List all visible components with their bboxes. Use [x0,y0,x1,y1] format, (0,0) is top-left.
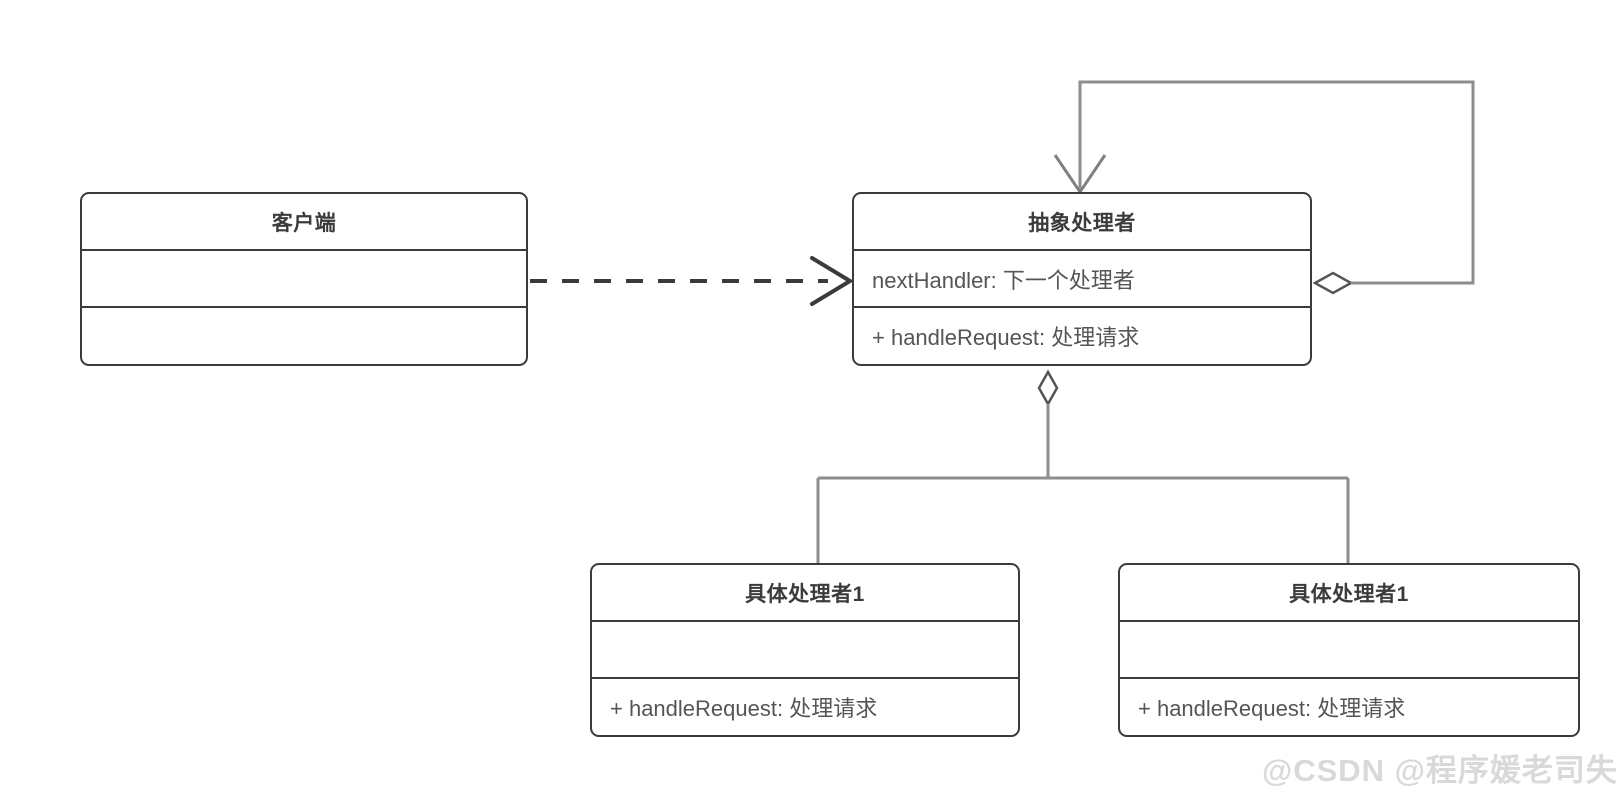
class-methods-client [82,308,526,364]
hollow-diamond-icon [1312,271,1354,295]
class-title-concrete-handler-1: 具体处理者1 [592,565,1018,623]
class-box-abstract-handler[interactable]: 抽象处理者 nextHandler: 下一个处理者 + handleReques… [852,192,1312,366]
class-attributes-client [82,251,526,308]
dependency-client-to-abstract-handler [530,256,854,306]
class-box-concrete-handler-1[interactable]: 具体处理者1 + handleRequest: 处理请求 [590,563,1020,737]
class-title-concrete-handler-2: 具体处理者1 [1120,565,1578,623]
class-methods-concrete-handler-2: + handleRequest: 处理请求 [1138,695,1406,721]
class-title-client: 客户端 [82,194,526,252]
class-methods-abstract-handler: + handleRequest: 处理请求 [872,324,1140,350]
class-attributes-concrete-handler-2 [1120,622,1578,679]
class-attributes-concrete-handler-1 [592,622,1018,679]
class-attributes-abstract-handler: nextHandler: 下一个处理者 [854,251,1310,308]
class-title-abstract-handler: 抽象处理者 [854,194,1310,252]
watermark-text: @CSDN @程序媛老司失 [1262,753,1616,788]
open-arrow-head-icon [810,256,854,306]
hollow-diamond-icon [1037,369,1059,407]
class-box-concrete-handler-2[interactable]: 具体处理者1 + handleRequest: 处理请求 [1118,563,1580,737]
class-methods-concrete-handler-1: + handleRequest: 处理请求 [610,695,878,721]
open-arrow-head-icon [1053,154,1107,195]
aggregation-abstract-to-concrete-handlers [816,369,1350,563]
class-box-client[interactable]: 客户端 [80,192,528,366]
